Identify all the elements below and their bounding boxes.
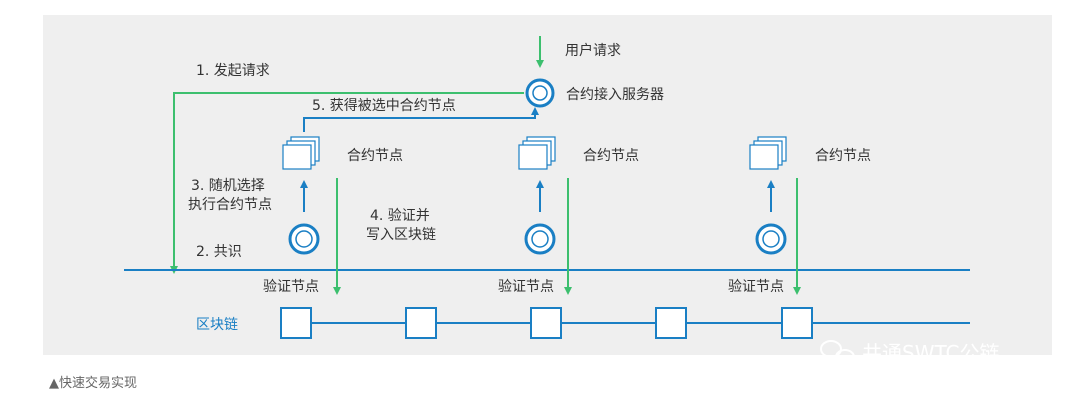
document-stack-icon: [282, 136, 320, 170]
step1-label: 1. 发起请求: [196, 63, 270, 79]
contract-node-label-1: 合约节点: [347, 148, 403, 164]
step5-label: 5. 获得被选中合约节点: [312, 97, 456, 114]
step1-request-path: [170, 92, 524, 274]
wechat-icon: [820, 340, 855, 365]
figure-caption: ▲快速交易实现: [49, 376, 137, 391]
server-circle-icon: [525, 78, 555, 108]
node-circle-icon: [524, 223, 556, 255]
document-stack-icon: [518, 136, 556, 170]
contract-node-label-2: 合约节点: [583, 148, 639, 164]
user-request-label: 用户请求: [565, 42, 621, 59]
block-square-icon: [655, 307, 687, 339]
contract-server-label: 合约接入服务器: [566, 86, 664, 103]
step3-label-line2: 执行合约节点: [188, 197, 272, 213]
verify-node-label-3: 验证节点: [728, 279, 784, 295]
block-square-icon: [781, 307, 813, 339]
step3-label-line1: 3. 随机选择: [191, 178, 265, 194]
blockchain-label: 区块链: [196, 317, 238, 333]
block-square-icon: [405, 307, 437, 339]
step2-label: 2. 共识: [196, 244, 242, 260]
block-square-icon: [530, 307, 562, 339]
step4-label-line2: 写入区块链: [366, 227, 436, 243]
block-square-icon: [280, 307, 312, 339]
step4-label-line1: 4. 验证并: [370, 208, 430, 224]
contract-node-label-3: 合约节点: [815, 148, 871, 164]
verify-node-label-2: 验证节点: [498, 279, 554, 295]
watermark-text: 井通SWTC公链: [862, 341, 999, 365]
step5-return-path: [303, 107, 539, 132]
node-circle-icon: [755, 223, 787, 255]
document-stack-icon: [749, 136, 787, 170]
verify-node-label-1: 验证节点: [263, 279, 319, 295]
node-circle-icon: [288, 223, 320, 255]
diagram-panel: [43, 15, 1052, 355]
